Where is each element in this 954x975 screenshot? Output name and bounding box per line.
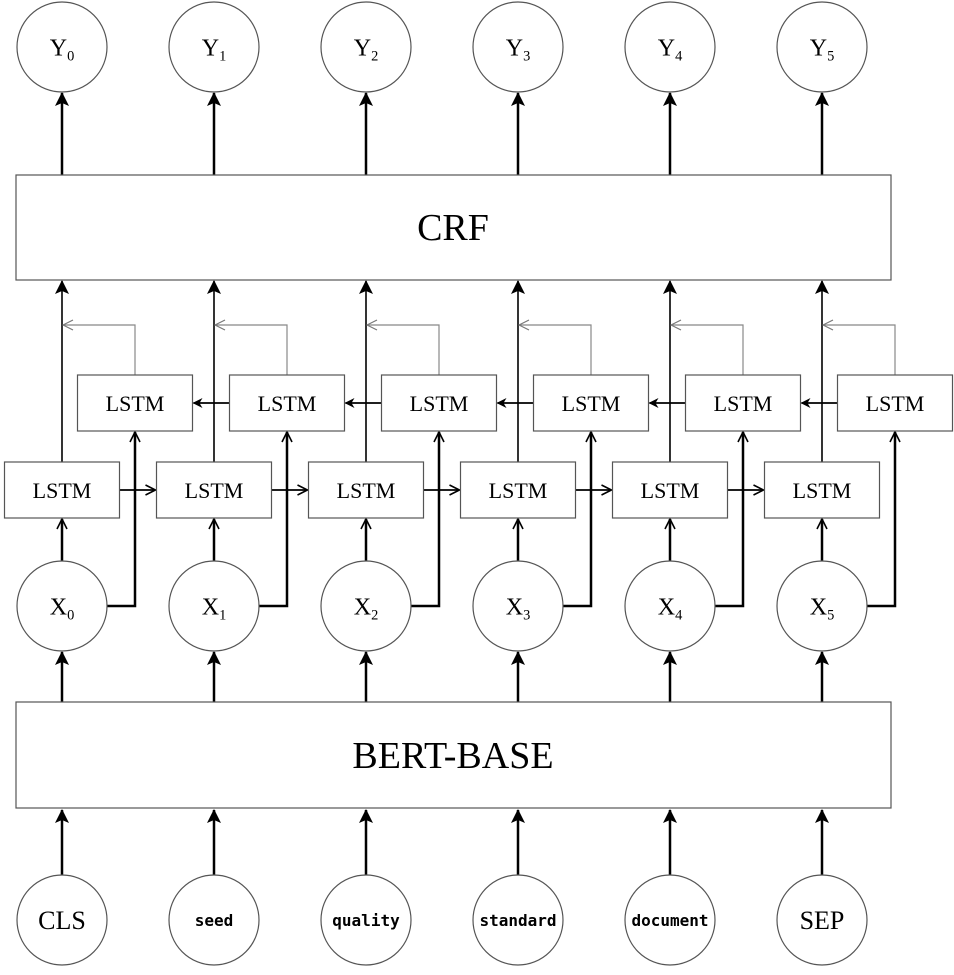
hidden-label: X2 bbox=[354, 594, 379, 623]
input-token-circle bbox=[320, 874, 412, 966]
backward-lstm-label: LSTM bbox=[866, 391, 925, 416]
hidden-label: X0 bbox=[50, 594, 75, 623]
backward-lstm-box bbox=[380, 374, 498, 432]
forward-lstm-box bbox=[611, 461, 729, 519]
hidden-node-circle bbox=[472, 560, 564, 652]
forward-lstm-label: LSTM bbox=[793, 478, 852, 503]
forward-lstm-box bbox=[459, 461, 577, 519]
arrow-bwd-lstm-to-concat bbox=[367, 325, 440, 375]
input-token-label: SEP bbox=[800, 906, 845, 935]
backward-lstm-box bbox=[532, 374, 650, 432]
output-node-circle bbox=[16, 1, 108, 93]
output-node-circle bbox=[776, 1, 868, 93]
arrow-bwd-lstm-to-concat bbox=[215, 325, 288, 375]
hidden-node-circle bbox=[776, 560, 868, 652]
output-node-circle bbox=[320, 1, 412, 93]
input-token-circle bbox=[776, 874, 868, 966]
arrow-bwd-lstm-to-concat bbox=[671, 325, 744, 375]
arrow-hidden-to-bwd-lstm bbox=[867, 432, 895, 608]
arrow-hidden-to-bwd-lstm bbox=[563, 432, 591, 608]
output-node-circle bbox=[168, 1, 260, 93]
arrow-hidden-to-bwd-lstm bbox=[715, 432, 743, 608]
input-token-label: CLS bbox=[38, 906, 86, 935]
output-label: Y2 bbox=[354, 35, 379, 64]
input-token-label: seed bbox=[195, 911, 234, 930]
hidden-label: X1 bbox=[202, 594, 227, 623]
backward-lstm-label: LSTM bbox=[714, 391, 773, 416]
output-node-circle bbox=[472, 1, 564, 93]
crf-label: CRF bbox=[417, 207, 489, 249]
input-token-circle bbox=[168, 874, 260, 966]
input-token-circle bbox=[472, 874, 564, 966]
arrow-hidden-to-bwd-lstm bbox=[107, 432, 135, 608]
forward-lstm-label: LSTM bbox=[337, 478, 396, 503]
output-label: Y1 bbox=[202, 35, 227, 64]
arrow-bwd-lstm-to-concat bbox=[63, 325, 136, 375]
output-label: Y5 bbox=[810, 35, 835, 64]
hidden-label: X5 bbox=[810, 594, 835, 623]
output-node-circle bbox=[624, 1, 716, 93]
hidden-node-circle bbox=[16, 560, 108, 652]
output-label: Y4 bbox=[658, 35, 683, 64]
backward-lstm-label: LSTM bbox=[410, 391, 469, 416]
crf-box bbox=[15, 174, 892, 281]
hidden-node-circle bbox=[624, 560, 716, 652]
forward-lstm-box bbox=[763, 461, 881, 519]
backward-lstm-box bbox=[228, 374, 346, 432]
backward-lstm-label: LSTM bbox=[562, 391, 621, 416]
backward-lstm-box bbox=[684, 374, 802, 432]
backward-lstm-box bbox=[836, 374, 954, 432]
input-token-label: quality bbox=[332, 911, 400, 930]
hidden-node-circle bbox=[168, 560, 260, 652]
input-token-label: standard bbox=[479, 911, 556, 930]
forward-lstm-label: LSTM bbox=[641, 478, 700, 503]
input-token-circle bbox=[624, 874, 716, 966]
backward-lstm-label: LSTM bbox=[258, 391, 317, 416]
backward-lstm-box bbox=[76, 374, 194, 432]
arrow-hidden-to-bwd-lstm bbox=[259, 432, 287, 608]
arrow-hidden-to-bwd-lstm bbox=[411, 432, 439, 608]
hidden-node-circle bbox=[320, 560, 412, 652]
forward-lstm-box bbox=[3, 461, 121, 519]
forward-lstm-label: LSTM bbox=[489, 478, 548, 503]
arrow-bwd-lstm-to-concat bbox=[519, 325, 592, 375]
output-label: Y0 bbox=[50, 35, 75, 64]
arrow-bwd-lstm-to-concat bbox=[823, 325, 896, 375]
bert-base-label: BERT-BASE bbox=[352, 735, 553, 777]
bert-base-box bbox=[15, 701, 892, 809]
input-token-circle bbox=[16, 874, 108, 966]
forward-lstm-label: LSTM bbox=[185, 478, 244, 503]
backward-lstm-label: LSTM bbox=[106, 391, 165, 416]
forward-lstm-label: LSTM bbox=[33, 478, 92, 503]
hidden-label: X3 bbox=[506, 594, 531, 623]
hidden-label: X4 bbox=[658, 594, 683, 623]
input-token-label: document bbox=[631, 911, 708, 930]
output-label: Y3 bbox=[506, 35, 531, 64]
forward-lstm-box bbox=[155, 461, 273, 519]
forward-lstm-box bbox=[307, 461, 425, 519]
